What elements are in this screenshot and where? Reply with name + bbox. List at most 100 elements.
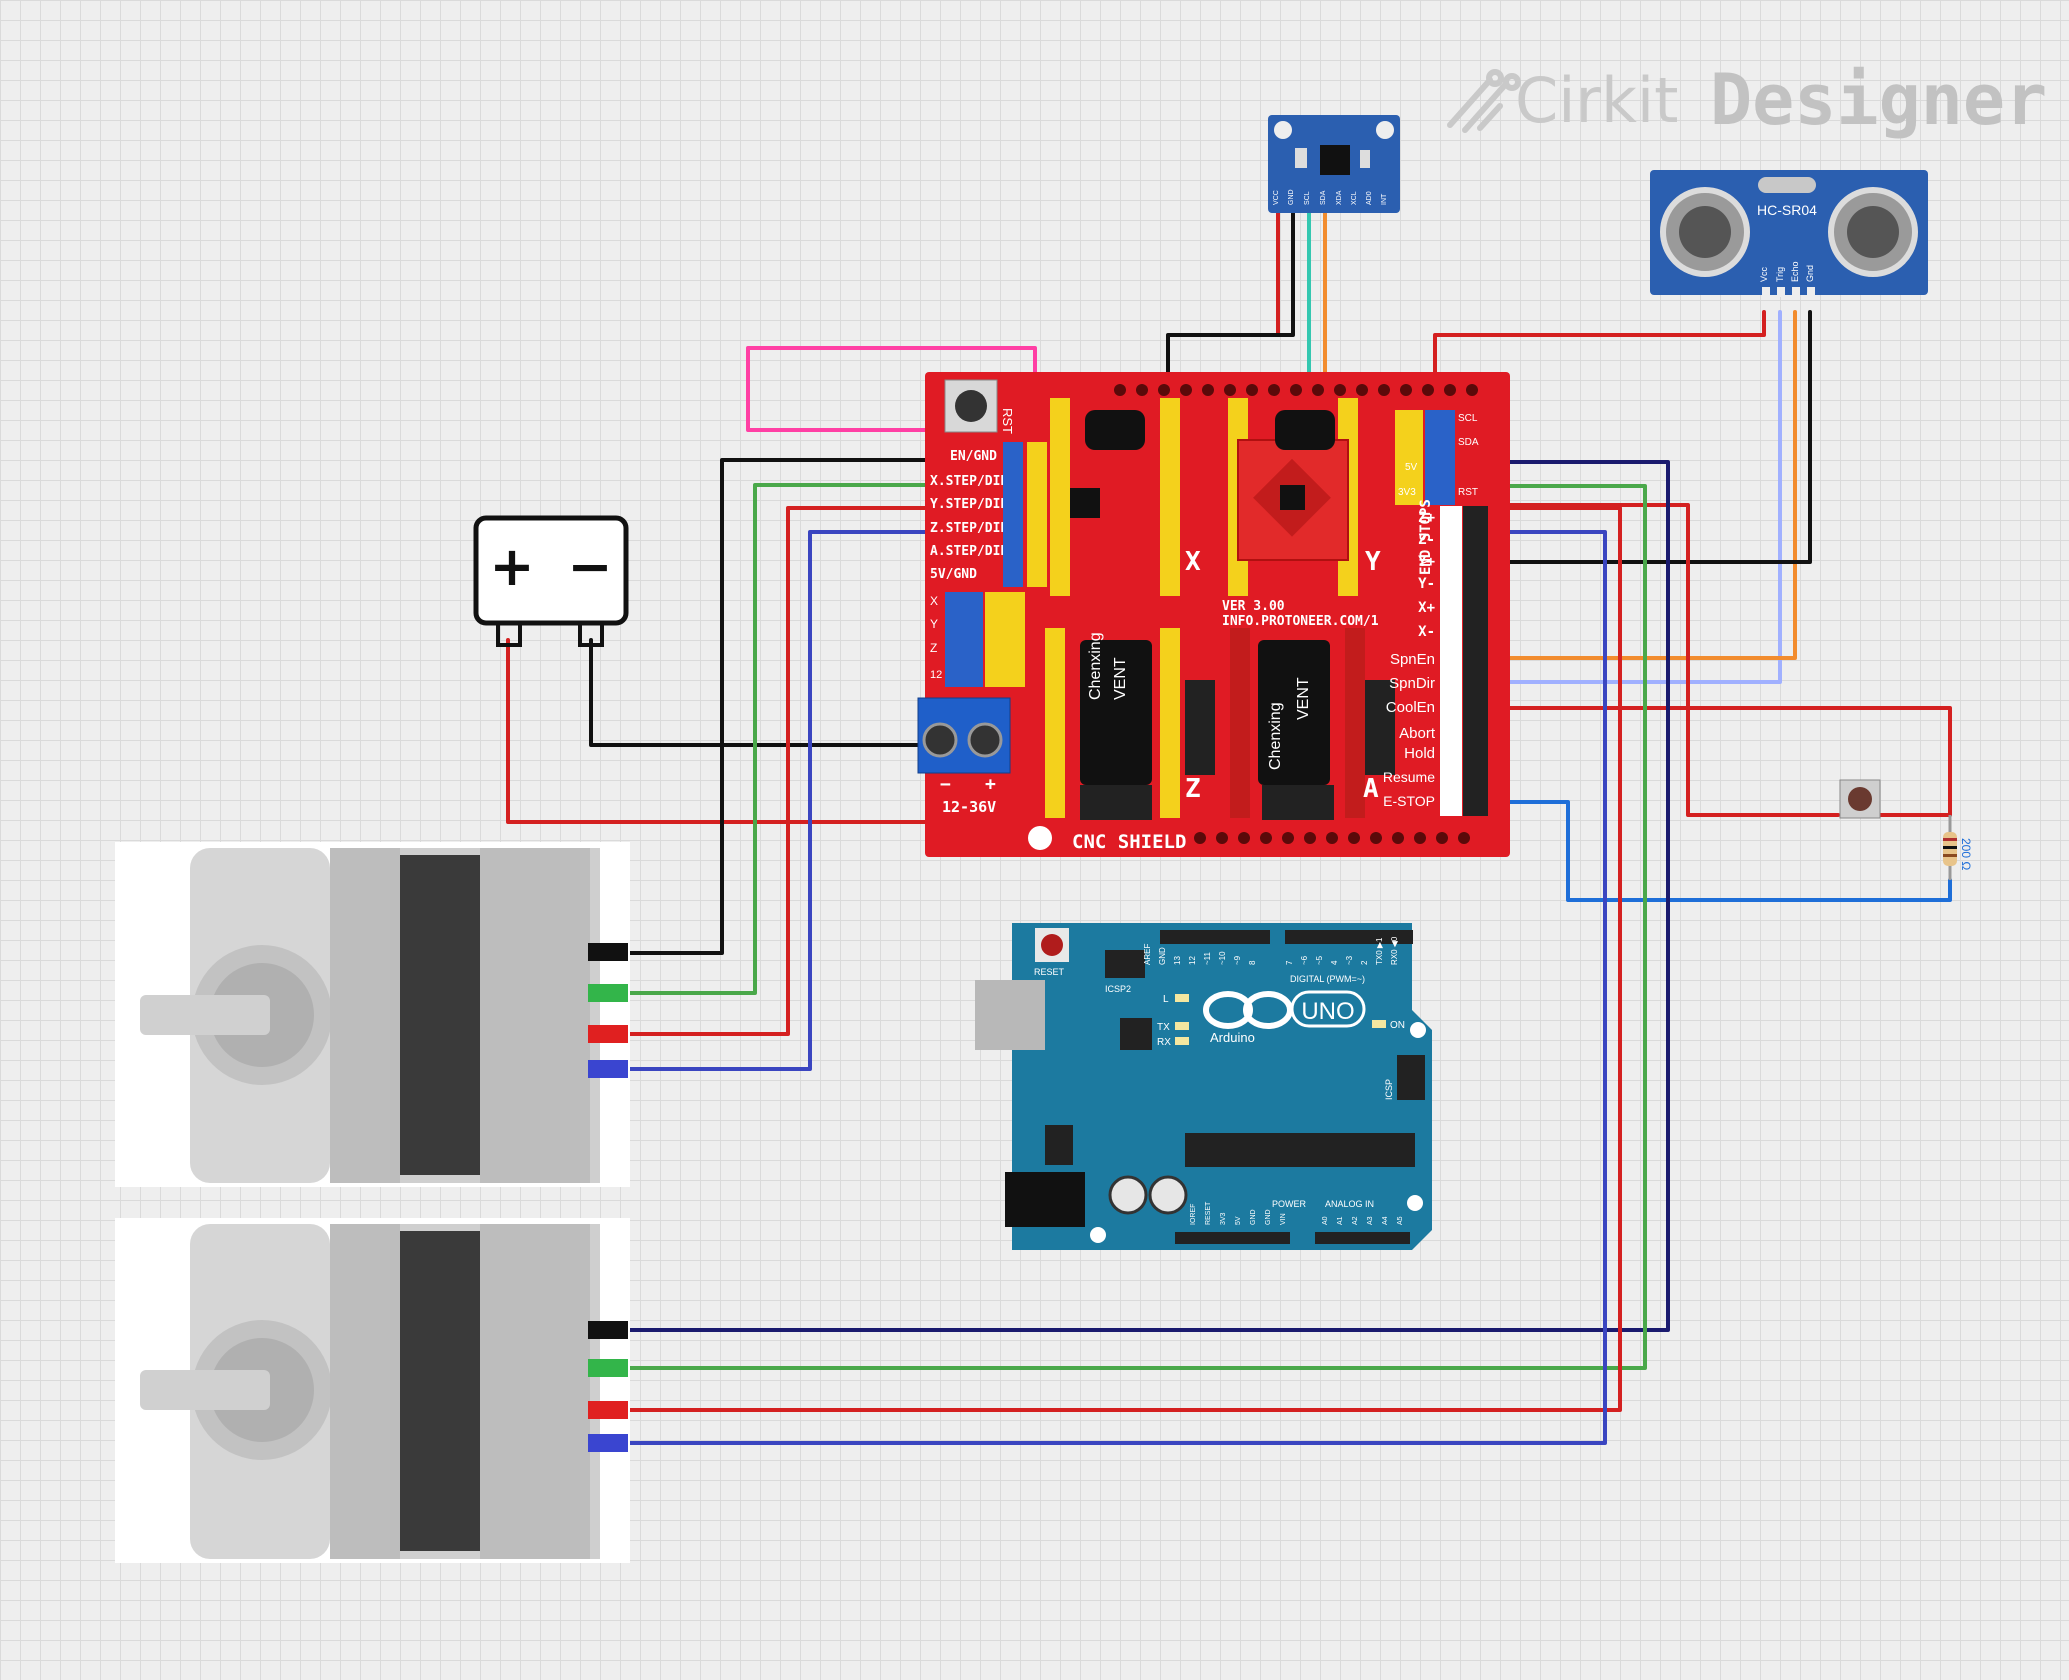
mpu-pin-vcc: VCC xyxy=(1273,190,1280,205)
stepper-motor-1[interactable] xyxy=(115,842,630,1187)
arduino-capacitor-1 xyxy=(1108,1175,1148,1215)
arduino-analog-pin-a5: A5 xyxy=(1397,1216,1404,1225)
stepper2-lead-green xyxy=(588,1359,628,1377)
arduino-power-pin-gnd2: GND xyxy=(1265,1209,1272,1225)
wire-mpu-gnd[interactable] xyxy=(1166,198,1295,407)
cnc-end-stops-label: END STOPS xyxy=(1418,499,1434,575)
arduino-analog-pin-a0: A0 xyxy=(1322,1216,1329,1225)
arduino-mount-hole-2 xyxy=(1407,1195,1423,1211)
stepper2-lead-black xyxy=(588,1321,628,1339)
arduino-led-rx xyxy=(1175,1037,1189,1045)
arduino-analog-pin-a1: A1 xyxy=(1337,1216,1344,1225)
cnc-version: VER 3.00 xyxy=(1222,599,1285,614)
driver-z-cap-vent: VENT xyxy=(1112,657,1129,700)
cnc-i2c-sda: SDA xyxy=(1458,437,1479,448)
stepper1-lead-blue xyxy=(588,1060,628,1078)
arduino-power-pin-vin: VIN xyxy=(1280,1213,1287,1225)
cnc-axis-y-minus: Y- xyxy=(1418,576,1435,592)
arduino-pin-8: 8 xyxy=(1248,960,1257,965)
logo-cirkit-text: Cirkit xyxy=(1515,64,1678,137)
cnc-row-label-y: Y.STEP/DIR xyxy=(930,497,1008,512)
wire-battery-minus[interactable] xyxy=(589,638,940,747)
hcsr04-label: HC-SR04 xyxy=(1757,202,1817,218)
cirkit-logo-icon xyxy=(1447,69,1521,133)
stepper1-lead-red xyxy=(588,1025,628,1043)
hcsr04-pin-gnd: Gnd xyxy=(1805,265,1815,282)
mpu6050-module[interactable]: VCC GND SCL SDA XDA XCL AD0 INT xyxy=(1268,115,1400,213)
cnc-axis-z-minus: Z- xyxy=(1418,532,1435,548)
arduino-gnd-label: GND xyxy=(1158,947,1167,965)
driver-z-cap-brand: Chenxing xyxy=(1087,632,1104,700)
cnc-axis-y-plus: Y+ xyxy=(1418,554,1435,570)
cirkit-logo: Cirkit Designer xyxy=(1447,59,2047,141)
arduino-power-header xyxy=(1175,1232,1290,1244)
wire-stepper2-navy[interactable] xyxy=(623,460,1670,1332)
arduino-led-on xyxy=(1372,1020,1386,1028)
arduino-pin-9: ~9 xyxy=(1233,955,1242,965)
cnc-power-terminal[interactable] xyxy=(917,697,1011,774)
battery[interactable]: + − xyxy=(473,515,629,647)
hcsr04-pin-echo: Echo xyxy=(1790,261,1800,282)
arduino-header-top-left xyxy=(1160,930,1270,944)
stepper-motor-2[interactable] xyxy=(115,1218,630,1563)
arduino-icsp-header xyxy=(1397,1055,1425,1100)
arduino-model-badge xyxy=(1290,990,1366,1028)
battery-plus-label: + xyxy=(489,535,534,598)
arduino-dc-jack xyxy=(1005,1172,1085,1227)
wire-button-5v[interactable] xyxy=(1428,503,1840,817)
cnc-row-label-5v: 5V/GND xyxy=(930,567,977,582)
stepper-driver-z[interactable]: Chenxing VENT Z xyxy=(1045,628,1215,820)
stepper-driver-x[interactable]: X xyxy=(1050,398,1201,596)
arduino-pin-6: ~6 xyxy=(1300,955,1309,965)
arduino-pin-3: ~3 xyxy=(1345,955,1354,965)
hcsr04-pin-trig: Trig xyxy=(1775,267,1785,282)
driver-x-capacitor xyxy=(1085,410,1145,450)
arduino-mcu xyxy=(1185,1133,1415,1167)
cnc-jumper-label-z: Z xyxy=(930,641,937,655)
stepper2-lead-blue xyxy=(588,1434,628,1452)
wire-battery-plus[interactable] xyxy=(506,638,982,824)
hcsr04-sensor[interactable]: HC-SR04 Vcc Trig Echo Gnd xyxy=(1650,170,1928,297)
arduino-logo-icon xyxy=(1203,991,1293,1029)
arduino-regulator xyxy=(1045,1125,1073,1165)
battery-minus-label: − xyxy=(567,535,612,598)
arduino-pin-10: ~10 xyxy=(1218,951,1227,965)
arduino-usb-port xyxy=(975,980,1045,1050)
wire-coolen-button[interactable] xyxy=(1468,706,1952,817)
arduino-model: UNO xyxy=(1301,998,1354,1025)
mpu-pin-ad0: AD0 xyxy=(1366,191,1373,205)
cnc-jumper-label-x: X xyxy=(930,594,938,608)
stepper1-lead-green xyxy=(588,984,628,1002)
arduino-pin-12: 12 xyxy=(1188,956,1197,965)
arduino-aref-label: AREF xyxy=(1143,944,1152,965)
arduino-usb-chip xyxy=(1120,1018,1152,1050)
arduino-board xyxy=(1012,923,1432,1250)
cnc-pin-coolen: CoolEn xyxy=(1386,699,1435,716)
cnc-i2c-scl: SCL xyxy=(1458,413,1478,424)
push-button[interactable] xyxy=(1839,779,1881,819)
arduino-icsp2-header xyxy=(1105,950,1145,978)
cnc-board-name: CNC SHIELD xyxy=(1072,831,1186,853)
wire-estop-resistor[interactable] xyxy=(1488,800,1952,902)
cnc-pin-estop: E-STOP xyxy=(1383,793,1435,809)
wire-hcsr04-echo[interactable] xyxy=(1463,310,1797,660)
arduino-uno[interactable]: RESET ICSP2 AREF GND 13 12 ~11 ~10 ~9 8 … xyxy=(975,923,1432,1250)
cnc-jumper-label-y: Y xyxy=(930,617,938,631)
wire-hcsr04-gnd[interactable] xyxy=(1488,310,1812,564)
stepper-driver-y[interactable]: Y xyxy=(1228,398,1381,596)
cnc-left-pin-header xyxy=(945,442,1047,687)
cnc-pin-abort: Abort xyxy=(1399,725,1436,742)
wire-hcsr04-trig[interactable] xyxy=(1463,310,1782,684)
arduino-brand: Arduino xyxy=(1210,1030,1255,1045)
cnc-url: INFO.PROTONEER.COM/1 xyxy=(1222,614,1379,629)
arduino-capacitor-2 xyxy=(1148,1175,1188,1215)
cnc-row-label-z: Z.STEP/DIR xyxy=(930,521,1008,536)
mpu-pin-int: INT xyxy=(1381,193,1388,205)
cnc-axis-x-plus: X+ xyxy=(1418,600,1435,616)
stepper-driver-a[interactable]: Chenxing VENT A xyxy=(1230,628,1395,820)
arduino-analog-pin-a3: A3 xyxy=(1367,1216,1374,1225)
arduino-analog-pin-a2: A2 xyxy=(1352,1216,1359,1225)
resistor[interactable]: 200 Ω xyxy=(1943,815,1973,880)
cnc-shield[interactable]: RST EN/GND X.STEP/DIR Y.STEP/DIR Z.STEP/… xyxy=(917,372,1510,857)
